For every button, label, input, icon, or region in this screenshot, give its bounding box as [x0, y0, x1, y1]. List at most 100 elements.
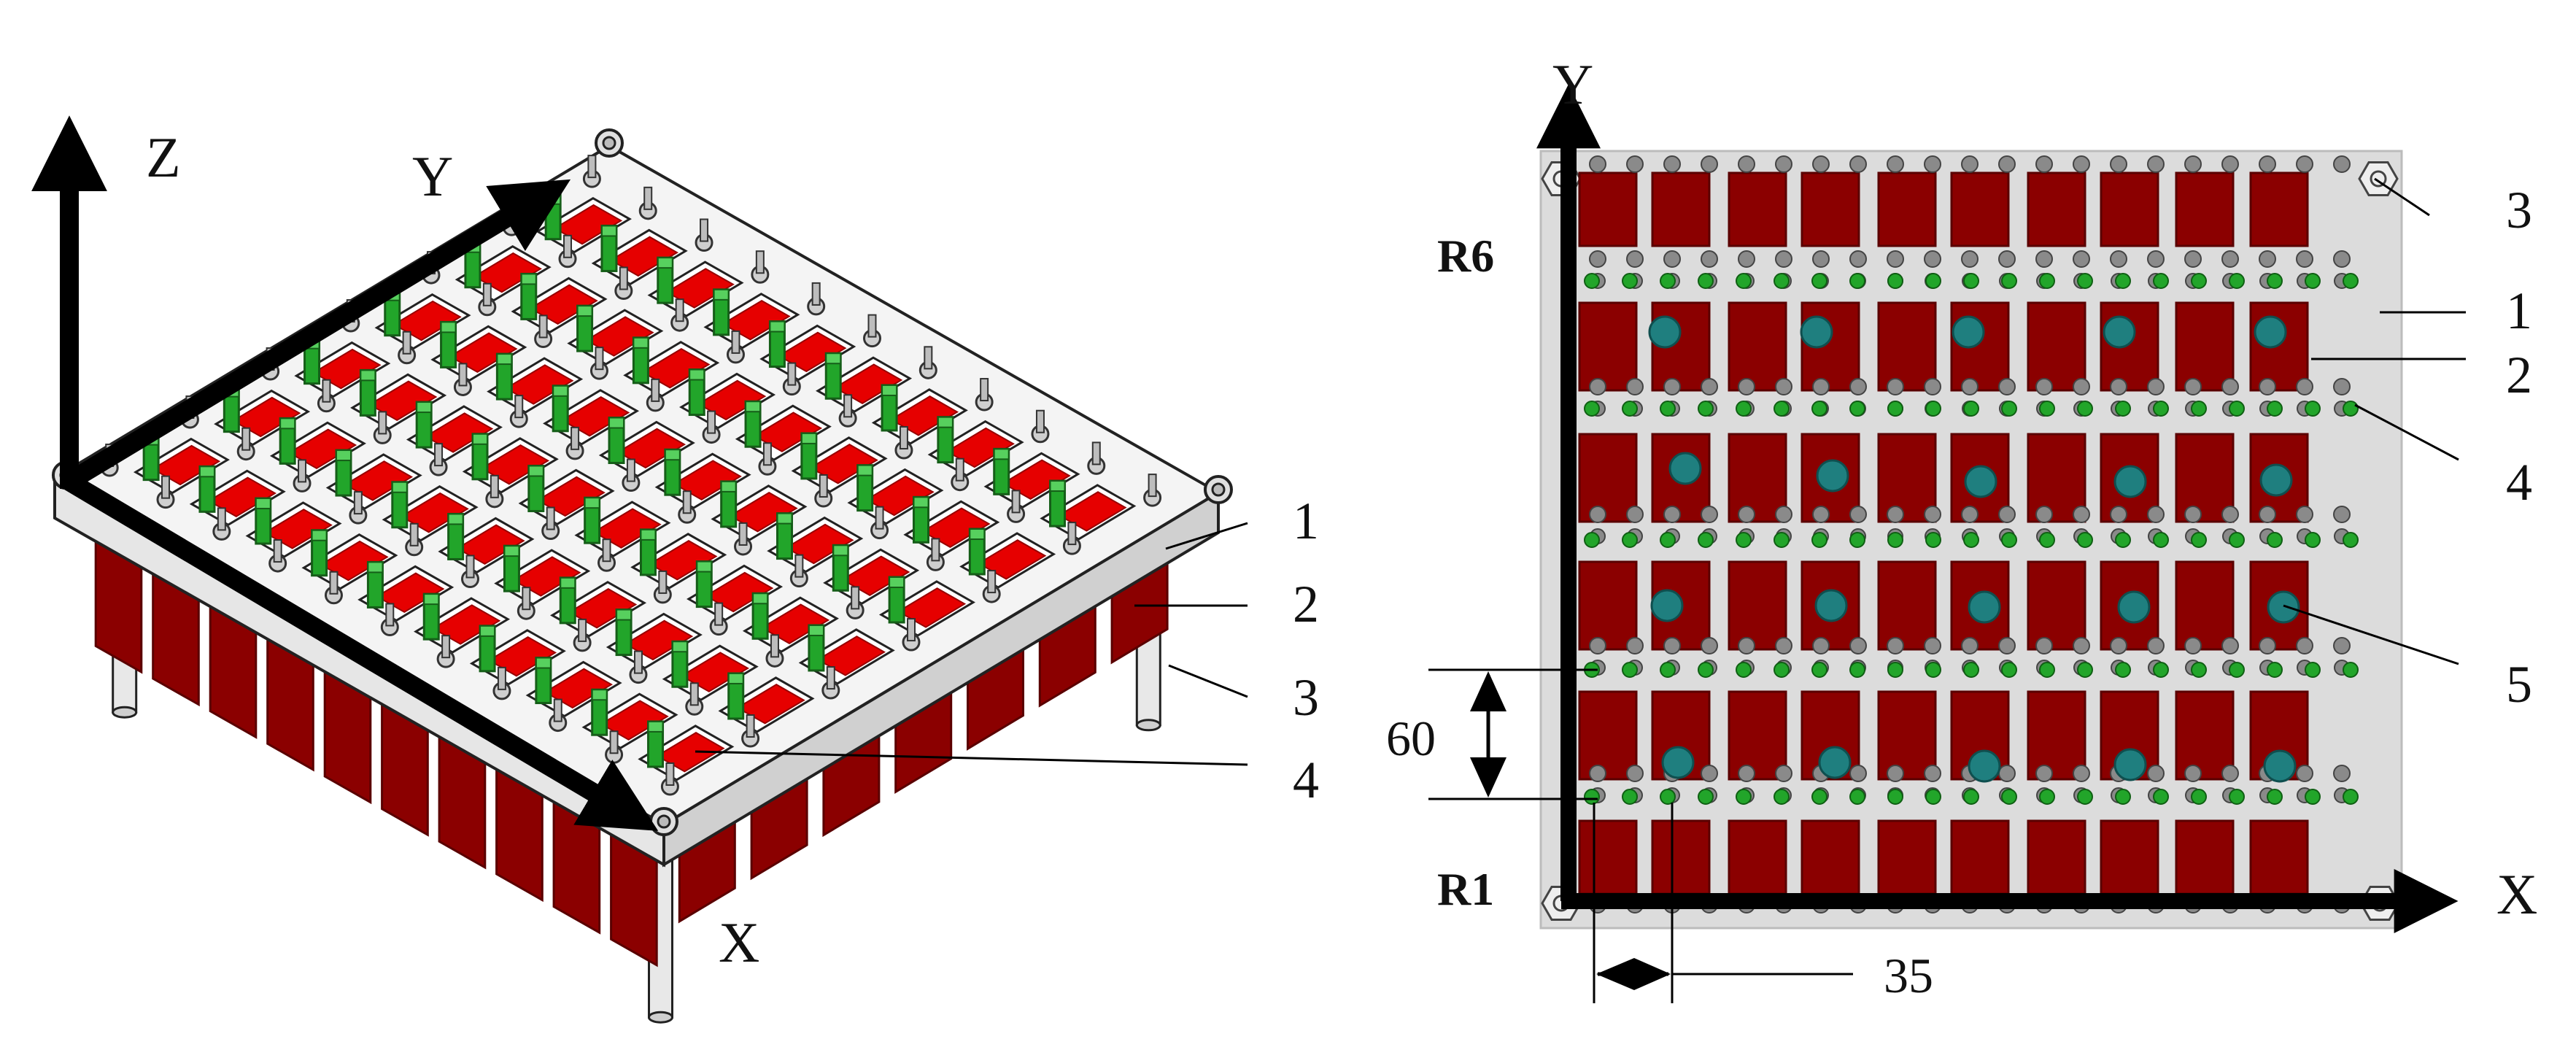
top-callout-5: 5 [2506, 655, 2532, 714]
module-block [2100, 819, 2159, 895]
bolt [2073, 155, 2090, 173]
green-part [1887, 662, 1903, 678]
green-part-cap [496, 353, 513, 366]
green-part-cap [591, 689, 608, 701]
module-block [2175, 560, 2235, 651]
module-block [1728, 301, 1787, 392]
module-block [1877, 433, 1937, 523]
green-part [2001, 273, 2017, 289]
bolt-shaft [746, 714, 755, 738]
green-part [1774, 273, 1790, 289]
green-part [1774, 789, 1790, 805]
bolt [2221, 637, 2239, 654]
bolt-shaft [987, 570, 997, 594]
module-block [1578, 433, 1638, 523]
green-part [2267, 662, 2283, 678]
green-part [2191, 273, 2207, 289]
bolt [1812, 378, 1830, 395]
green-part [1925, 532, 1941, 548]
bolt-shaft [931, 538, 940, 562]
bolt-shaft [482, 282, 492, 306]
module-top [809, 444, 878, 484]
bolt-shaft [980, 378, 989, 402]
module-block [2100, 301, 2159, 392]
green-part [2153, 532, 2169, 548]
sensor-dot [1648, 315, 1682, 349]
green-part [2115, 273, 2131, 289]
bolt [2035, 250, 2053, 268]
module-top [151, 444, 221, 486]
bolt [2110, 506, 2127, 523]
green-part [1849, 789, 1865, 805]
module-top [312, 348, 382, 390]
module-block [2100, 433, 2159, 523]
bolt-shaft [714, 602, 724, 626]
module-top [553, 204, 623, 245]
green-part [2229, 532, 2245, 548]
module-top [584, 316, 654, 357]
module-top [319, 540, 389, 582]
bolt [1924, 637, 1941, 654]
module-top [207, 476, 276, 517]
bolt [2296, 378, 2313, 395]
green-part [1774, 662, 1790, 678]
green-part [1698, 662, 1714, 678]
sensor-dot [1650, 589, 1684, 622]
bolt [2221, 765, 2239, 782]
bolt [1849, 506, 1867, 523]
bolt-shaft [378, 411, 387, 435]
module-top [231, 396, 301, 438]
green-part [2343, 401, 2359, 417]
module-block [1728, 171, 1787, 247]
module-block [2027, 433, 2086, 523]
bolt-shaft [1035, 409, 1045, 433]
green-part-cap [479, 625, 496, 637]
bolt [1887, 765, 1904, 782]
bolt [1998, 155, 2016, 173]
bolt [1961, 506, 1979, 523]
green-part [2115, 401, 2131, 417]
bolt [2073, 637, 2090, 654]
green-part [2039, 401, 2055, 417]
green-part [2191, 789, 2207, 805]
green-part [2229, 401, 2245, 417]
module-block [1877, 301, 1937, 392]
bolt [2035, 765, 2053, 782]
bolt-shaft [587, 155, 597, 179]
bolt [1626, 250, 1644, 268]
bolt [2221, 378, 2239, 395]
green-part-cap [391, 481, 408, 493]
sensor-dot [1668, 452, 1702, 485]
green-part [2039, 662, 2055, 678]
bolt [2259, 506, 2276, 523]
bolt [1887, 506, 1904, 523]
bolt [2333, 378, 2351, 395]
green-part [2191, 532, 2207, 548]
module-top [431, 604, 501, 645]
module-top [392, 300, 462, 341]
module-block [1578, 301, 1638, 392]
z-axis-label: Z [146, 125, 181, 189]
top-callout-3: 3 [2506, 181, 2532, 239]
module-block [1728, 819, 1787, 895]
module-top [263, 509, 333, 549]
bolt [1812, 506, 1830, 523]
green-part-cap [889, 576, 905, 588]
top-leader-5 [2283, 604, 2459, 665]
green-part [1887, 532, 1903, 548]
module-top [1057, 491, 1127, 532]
bolt [1961, 155, 1979, 173]
green-part-cap [696, 560, 713, 573]
corner-bolt [657, 814, 671, 829]
bolt-shaft [409, 522, 419, 546]
green-part [2343, 532, 2359, 548]
bolt [1961, 637, 1979, 654]
green-part [2305, 401, 2321, 417]
bolt-shaft [633, 650, 643, 674]
module-top [673, 460, 742, 501]
green-part-cap [640, 528, 657, 541]
bolt [1849, 378, 1867, 395]
green-part [1660, 532, 1676, 548]
module-top [697, 379, 767, 421]
mounted-parts [51, 128, 1233, 836]
